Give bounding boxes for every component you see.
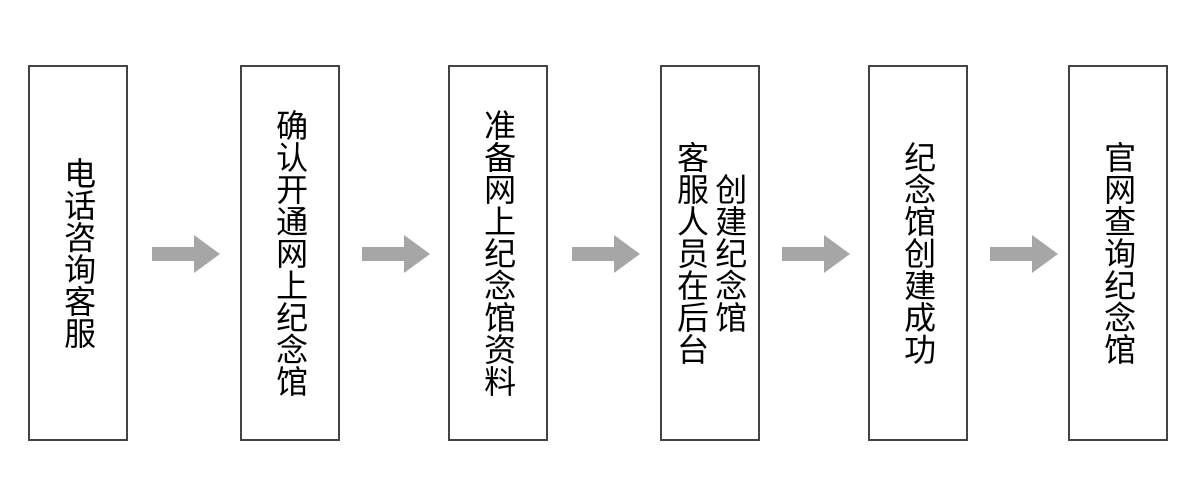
flow-node-4-text-line1: 客服人员在后台 <box>672 141 710 365</box>
flow-arrow-1 <box>152 235 220 273</box>
arrow-right-icon <box>362 235 430 273</box>
flow-arrow-2 <box>362 235 430 273</box>
flow-arrow-4 <box>782 235 850 273</box>
flow-node-4[interactable]: 创建纪念馆 客服人员在后台 <box>660 65 760 441</box>
flow-node-2-text: 确认开通网上纪念馆 <box>271 109 310 397</box>
flow-node-6[interactable]: 官网查询纪念馆 <box>1068 65 1168 441</box>
flow-node-5[interactable]: 纪念馆创建成功 <box>868 65 968 441</box>
flow-node-3-text: 准备网上纪念馆资料 <box>479 109 518 397</box>
flow-node-4-text-line2: 创建纪念馆 <box>710 173 749 333</box>
arrow-right-icon <box>572 235 640 273</box>
flow-node-6-text: 官网查询纪念馆 <box>1099 141 1138 365</box>
flow-node-1-text: 电话咨询客服 <box>59 157 98 349</box>
arrow-right-icon <box>152 235 220 273</box>
arrow-right-icon <box>990 235 1058 273</box>
flow-node-1[interactable]: 电话咨询客服 <box>28 65 128 441</box>
flow-arrow-3 <box>572 235 640 273</box>
flow-node-2[interactable]: 确认开通网上纪念馆 <box>240 65 340 441</box>
flow-node-3[interactable]: 准备网上纪念馆资料 <box>448 65 548 441</box>
flow-node-5-text: 纪念馆创建成功 <box>899 141 938 365</box>
flow-arrow-5 <box>990 235 1058 273</box>
arrow-right-icon <box>782 235 850 273</box>
